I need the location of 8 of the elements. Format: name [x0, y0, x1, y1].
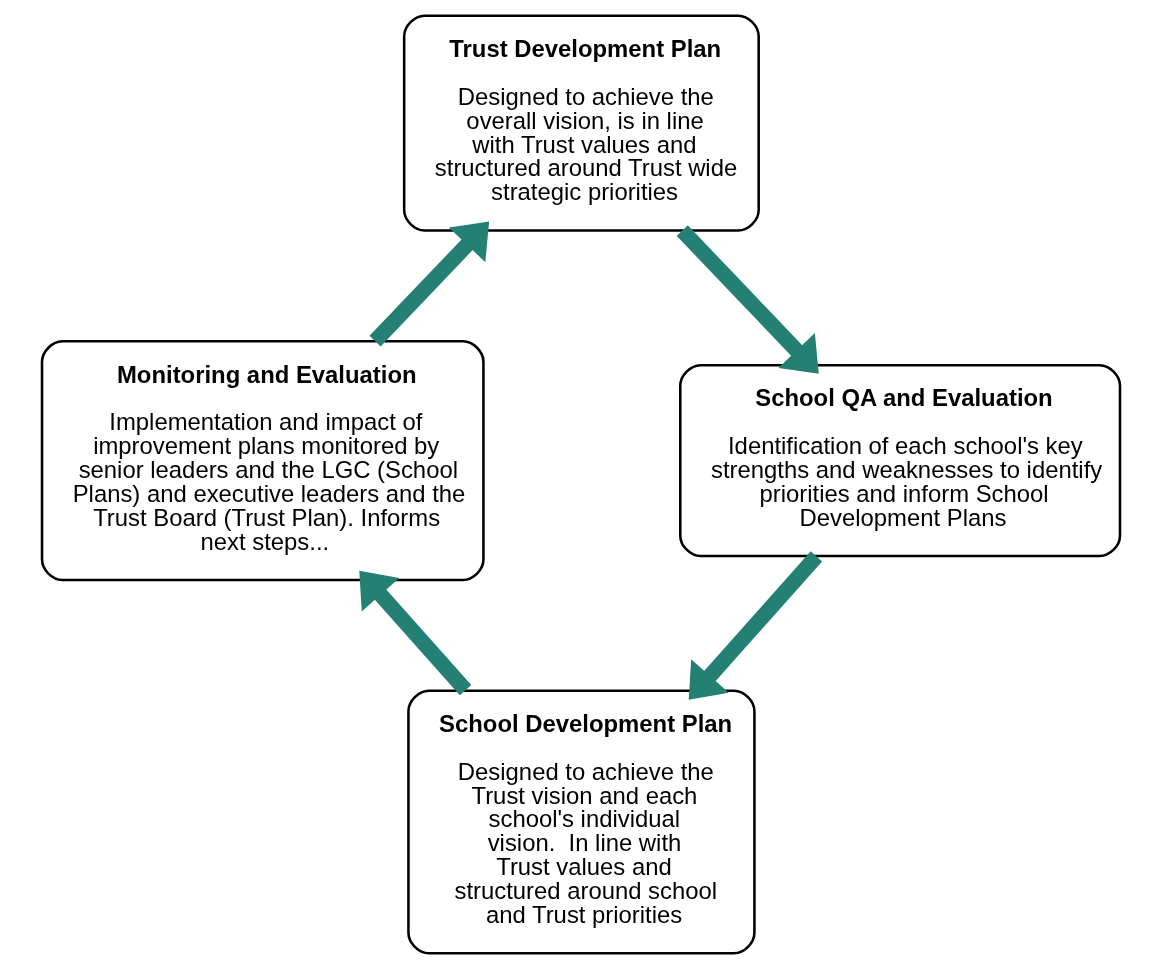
arrow	[358, 570, 471, 695]
node-box: Monitoring and Evaluation Implementation and impact of improvement plans monitored by senior leaders and the LGC (School Plans) and executive leaders and the Trust Board (Trust Plan). Informs next steps...	[40, 339, 485, 581]
node-box: School Development Plan Designed to achieve the Trust vision and each school's individual vision. In line with Trust values and structured around school and Trust priorities	[406, 688, 756, 954]
node-box: Trust Development Plan Designed to achieve the overall vision, is in line with Trust values and structured around Trust wide strategic priorities	[402, 14, 760, 232]
arrow	[688, 550, 822, 700]
arrow	[369, 221, 489, 346]
arrow	[676, 224, 819, 374]
node-box: School QA and Evaluation Identification of each school's key strengths and weaknesses to identify priorities and inform School Development Plans	[678, 363, 1121, 557]
